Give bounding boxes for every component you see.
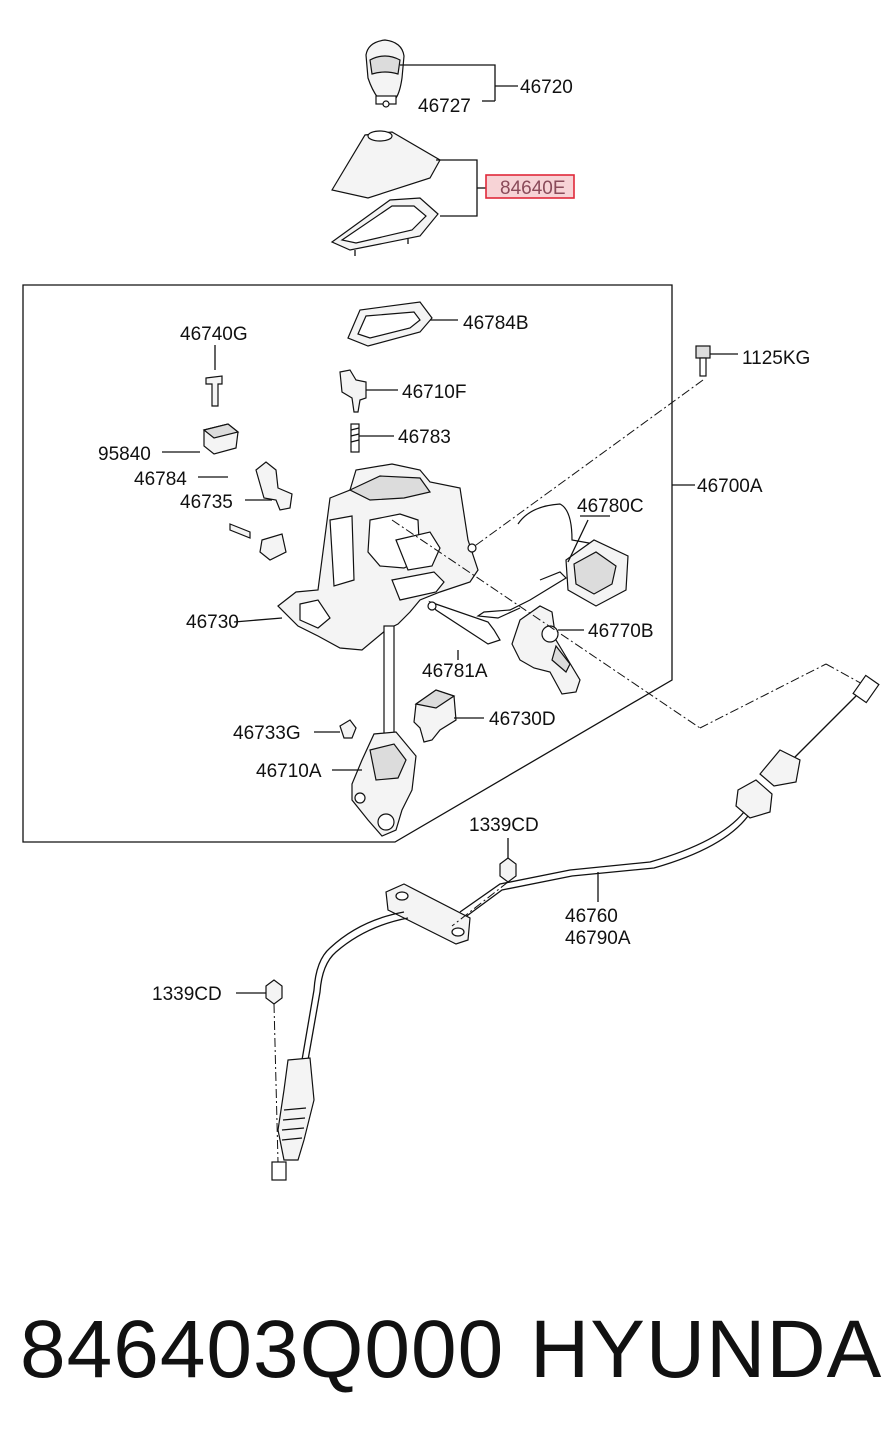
dash-cable-2 [699,663,827,729]
small-clip-part [314,719,357,739]
label-46710A: 46710A [256,761,322,782]
bracket-part [245,461,293,511]
nut-1339CD-b [236,979,283,1163]
footer-caption: 846403Q000 HYUNDAI [20,1300,886,1410]
label-46700A: 46700A [697,476,763,497]
cable-part [271,674,880,1181]
switch-part [162,423,240,455]
label-46760: 46760 [565,906,618,927]
leader-46780C [567,519,589,563]
label-46710F: 46710F [402,382,466,403]
spring-part [350,423,394,453]
footer-part-number: 846403Q000 [20,1304,505,1395]
label-46781A: 46781A [422,661,488,682]
label-46720: 46720 [520,77,573,98]
dash-cable-1 [391,519,701,729]
label-95840: 95840 [98,444,151,465]
rod-part [427,600,501,660]
label-1339CD-a: 1339CD [469,815,539,836]
label-46783: 46783 [398,427,451,448]
leader-84640 [436,159,488,217]
nut-part [259,533,287,561]
label-46770B: 46770B [588,621,654,642]
dash-cable-3 [825,663,867,687]
label-1125KG: 1125KG [742,348,810,369]
label-46790A: 46790A [565,928,631,949]
screw-part [229,523,251,539]
assembly-frame [22,284,673,843]
highlight-box-84640 [485,174,575,199]
sensor-part [413,689,484,743]
indicator-cover-part [347,301,458,347]
label-46780C: 46780C [577,496,644,517]
footer-brand: HYUNDAI [530,1304,886,1395]
label-46735: 46735 [180,492,233,513]
nut-1339CD-a [451,838,517,927]
shift-lever-part [332,625,417,837]
shift-boot-part [330,130,441,256]
label-46727: 46727 [418,96,471,117]
pin-part [205,345,223,407]
label-1339CD-b: 1339CD [152,984,222,1005]
mount-hole [467,543,477,553]
bolt-part [695,345,738,377]
shifter-housing-part [233,463,479,651]
label-46740G: 46740G [180,324,248,345]
label-46733G: 46733G [233,723,301,744]
solenoid-part [476,503,629,619]
shift-knob-part [365,39,405,108]
label-46784: 46784 [134,469,187,490]
dash-1125KG [471,379,704,549]
label-46730D: 46730D [489,709,556,730]
clip-part [339,369,398,413]
lever-part [511,605,584,695]
label-46730: 46730 [186,612,239,633]
label-46784B: 46784B [463,313,529,334]
leader-46720 [400,64,518,102]
label-84640: 84640E [500,178,566,199]
